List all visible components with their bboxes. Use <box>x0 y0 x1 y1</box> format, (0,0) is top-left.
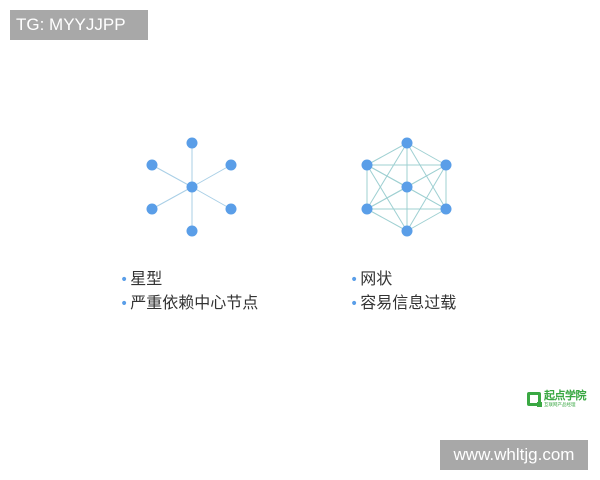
star-caption-line: •星型 <box>120 267 258 291</box>
star-edge <box>151 186 193 210</box>
mesh-outer-node <box>401 225 413 237</box>
star-caption: •星型 •严重依赖中心节点 <box>120 267 258 315</box>
mesh-topology-diagram <box>361 137 452 237</box>
star-outer-node <box>146 159 158 171</box>
bullet-icon: • <box>350 272 359 288</box>
star-edge <box>191 164 232 188</box>
mesh-caption-desc: 容易信息过载 <box>360 293 457 312</box>
mesh-edge <box>366 142 408 166</box>
bullet-icon: • <box>120 296 129 312</box>
star-outer-node <box>186 137 198 149</box>
star-center-node <box>186 181 198 193</box>
bullet-icon: • <box>120 272 129 288</box>
brand-subtitle: 互联网产品经理 <box>544 401 576 408</box>
mesh-caption-line: •网状 <box>350 267 456 291</box>
mesh-outer-node <box>361 203 373 215</box>
mesh-outer-node <box>440 203 452 215</box>
mesh-edge <box>366 164 408 232</box>
brand-logo: 起点学院 互联网产品经理 <box>527 388 597 410</box>
star-edge <box>191 186 232 210</box>
star-outer-node <box>146 203 158 215</box>
mesh-outer-node <box>361 159 373 171</box>
star-caption-desc: 严重依赖中心节点 <box>130 293 259 312</box>
mesh-edge <box>366 208 408 232</box>
star-outer-node <box>186 225 198 237</box>
mesh-edge <box>406 142 447 166</box>
star-caption-line: •严重依赖中心节点 <box>120 291 258 315</box>
star-edge <box>151 164 193 188</box>
star-outer-node <box>225 203 237 215</box>
brand-mark-icon <box>527 392 542 407</box>
brand-name: 起点学院 <box>544 388 587 402</box>
bottom-watermark: www.whltjg.com <box>440 440 588 470</box>
star-topology-diagram <box>146 137 237 237</box>
top-watermark: TG: MYYJJPP <box>10 10 148 40</box>
mesh-center-node <box>401 181 413 193</box>
star-outer-node <box>225 159 237 171</box>
mesh-caption-title: 网状 <box>360 269 393 288</box>
mesh-outer-node <box>440 159 452 171</box>
mesh-caption-line: •容易信息过载 <box>350 291 456 315</box>
mesh-outer-node <box>401 137 413 149</box>
bullet-icon: • <box>350 296 359 312</box>
mesh-edge <box>406 208 447 232</box>
star-caption-title: 星型 <box>130 269 163 288</box>
mesh-caption: •网状 •容易信息过载 <box>350 267 456 315</box>
